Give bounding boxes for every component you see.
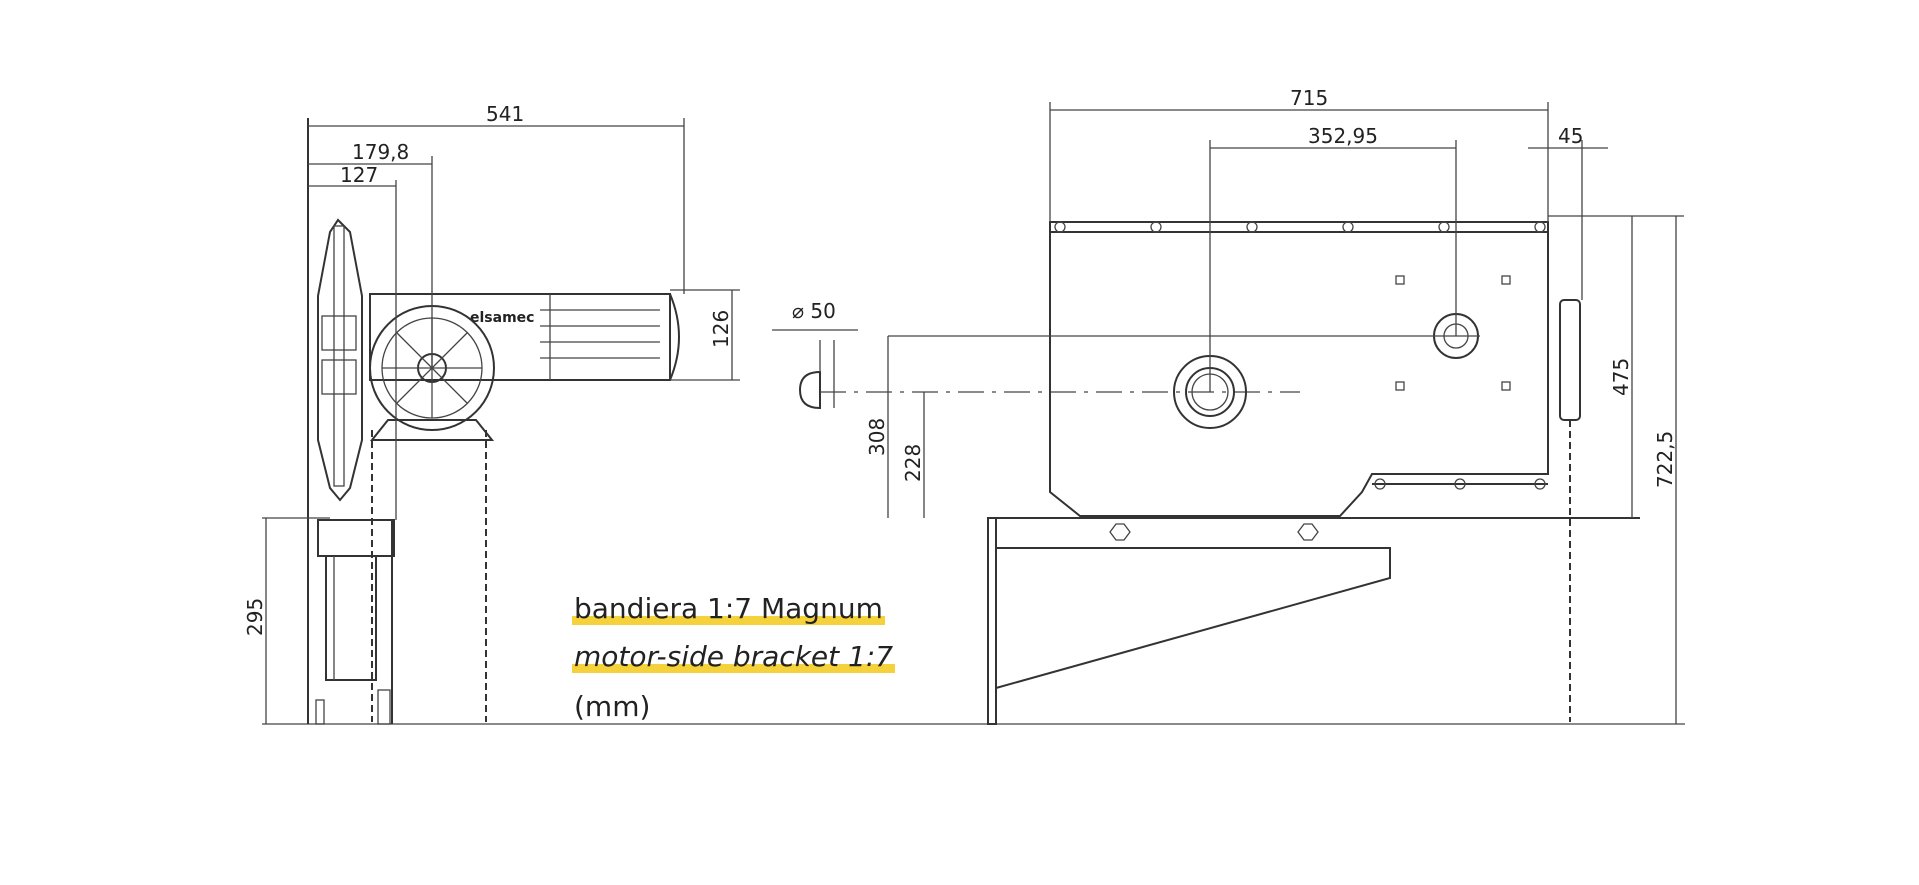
dim-722-5: 722,5 — [1653, 431, 1677, 488]
bolt — [1534, 221, 1546, 233]
hub-block — [317, 519, 395, 557]
bolt — [1454, 478, 1466, 490]
bolt — [1534, 478, 1546, 490]
wall-plate — [987, 517, 997, 725]
dim-308: 308 — [865, 418, 889, 456]
square-hole — [1501, 275, 1511, 285]
chain-wheel-housing — [317, 218, 363, 502]
square-hole — [1501, 381, 1511, 391]
shaft-end — [798, 370, 821, 410]
dim-228: 228 — [901, 444, 925, 482]
support-strut — [995, 547, 1391, 689]
bolt — [1374, 478, 1386, 490]
lower-plate — [325, 555, 377, 681]
hex-nut-right — [1297, 523, 1319, 541]
bolt — [1150, 221, 1162, 233]
dim-127: 127 — [340, 163, 378, 187]
foot-left — [315, 699, 325, 725]
dim-541: 541 — [486, 102, 524, 126]
caption-subtitle-text: motor-side bracket 1:7 — [572, 640, 896, 673]
caption-units: (mm) — [572, 690, 652, 723]
bolt — [1054, 221, 1066, 233]
motor-body — [369, 293, 671, 381]
dim-352-95: 352,95 — [1308, 124, 1378, 148]
bolt — [1342, 221, 1354, 233]
bolt — [1246, 221, 1258, 233]
dim-715: 715 — [1290, 86, 1328, 110]
dim-475: 475 — [1609, 358, 1633, 396]
dim-45: 45 — [1558, 124, 1583, 148]
wheel-base — [369, 419, 495, 441]
housing-block-1 — [321, 315, 357, 351]
caption-title: bandiera 1:7 Magnum — [572, 592, 885, 625]
dim-295: 295 — [243, 598, 267, 636]
foot-right — [377, 689, 391, 725]
hex-nut-left — [1109, 523, 1131, 541]
housing-inner — [333, 225, 345, 487]
side-view: elsamec 541 179,8 127 126 295 — [243, 102, 1685, 725]
front-view: 715 352,95 45 308 228 475 722,5 — [865, 86, 1684, 725]
caption-title-text: bandiera 1:7 Magnum — [572, 592, 885, 625]
housing-block-2 — [321, 359, 357, 395]
dim-126: 126 — [709, 310, 733, 348]
bolt — [1438, 221, 1450, 233]
caption-units-text: (mm) — [574, 690, 651, 723]
motor-endcap — [669, 293, 680, 381]
shaft-section: ⌀ 50 — [772, 299, 1300, 410]
dim-179-8: 179,8 — [352, 140, 409, 164]
dim-phi50: ⌀ 50 — [792, 299, 836, 323]
motor-logo: elsamec — [470, 310, 534, 326]
square-hole — [1395, 381, 1405, 391]
caption-subtitle: motor-side bracket 1:7 — [572, 640, 896, 673]
main-plate — [1049, 221, 1549, 517]
chain-wheel-side — [1559, 299, 1581, 421]
square-hole — [1395, 275, 1405, 285]
